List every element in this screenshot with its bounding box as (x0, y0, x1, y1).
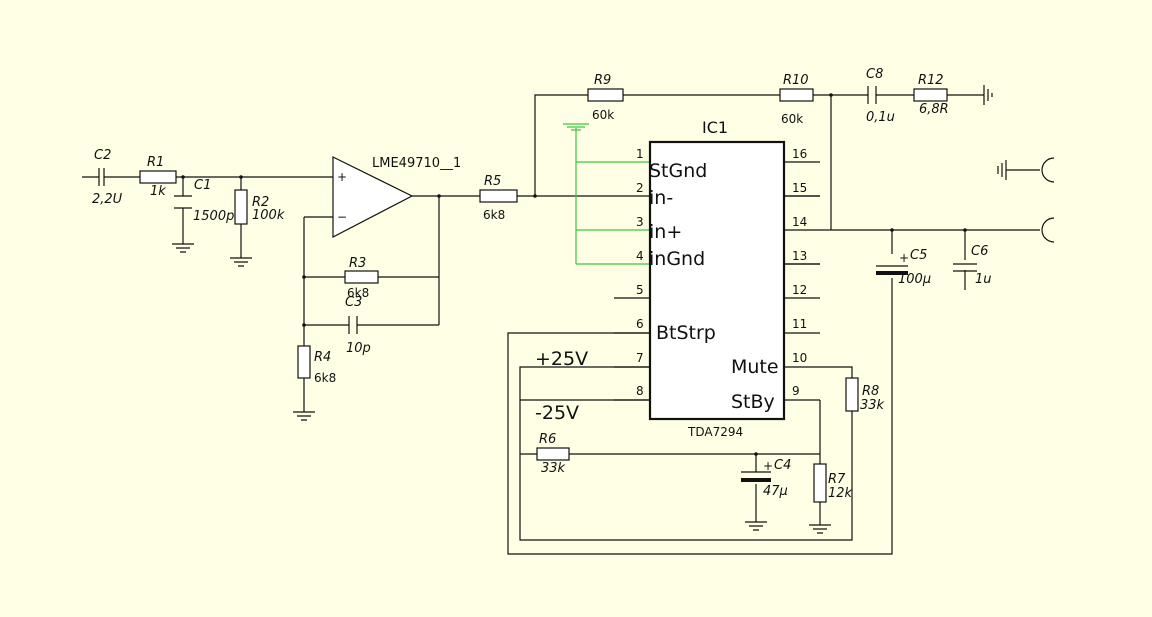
capacitor-c6[interactable]: C6 1u (953, 244, 992, 287)
pin-number: 13 (792, 249, 807, 263)
capacitor-c4[interactable]: + C4 47µ (741, 458, 791, 499)
pin-number: 3 (636, 215, 644, 229)
pin-number: 8 (636, 384, 644, 398)
c2-label: C2 (94, 148, 111, 163)
opamp-lme49710[interactable]: + − LME49710__1 (332, 156, 461, 238)
pin-number: 6 (636, 317, 644, 331)
pin-name-mute: Mute (731, 356, 779, 378)
resistor-r4[interactable]: R4 6k8 (297, 345, 336, 385)
r10-label: R10 (783, 73, 809, 88)
c8-value: 0,1u (866, 110, 895, 125)
ic-part: TDA7294 (687, 425, 743, 439)
r3-label: R3 (349, 256, 366, 271)
capacitor-c3[interactable]: C3 10p (345, 295, 371, 356)
r5-value: 6k8 (483, 208, 505, 222)
r12-label: R12 (918, 73, 944, 88)
capacitor-c8[interactable]: C8 0,1u (866, 67, 895, 125)
r8-label: R8 (862, 384, 879, 399)
c3-label: C3 (345, 295, 362, 310)
pin-number: 1 (636, 147, 644, 161)
c5-label: C5 (910, 248, 927, 263)
pin-name-in-minus: in- (649, 187, 673, 209)
pin-name-btstrp: BtStrp (656, 322, 716, 344)
pin-number: 14 (792, 215, 807, 229)
pin-number: 15 (792, 181, 807, 195)
r2-label: R2 (252, 195, 269, 210)
r12-value: 6,8R (919, 102, 949, 117)
junctions (181, 93, 967, 456)
resistor-r5[interactable]: R5 6k8 (479, 174, 518, 222)
pin-name-ingnd: inGnd (649, 248, 705, 270)
c2-value: 2,2U (92, 192, 123, 207)
pin-number: 7 (636, 351, 644, 365)
resistor-r10[interactable]: R10 60k (779, 73, 814, 126)
c8-label: C8 (866, 67, 883, 82)
r7-value: 12k (828, 486, 853, 501)
capacitor-c5[interactable]: + C5 100µ (876, 248, 931, 287)
c3-value: 10p (346, 341, 371, 356)
opamp-minus: − (337, 210, 347, 224)
c6-label: C6 (971, 244, 988, 259)
c5-polarity: + (899, 251, 909, 265)
ground-net (563, 123, 650, 265)
opamp-plus: + (337, 170, 347, 184)
rail-negative-label: -25V (535, 402, 579, 424)
capacitor-c1[interactable]: C1 1500p (174, 178, 234, 224)
resistor-r2[interactable]: R2 100k (234, 189, 285, 225)
pin-name-stby: StBy (731, 391, 775, 413)
resistor-r1[interactable]: R1 1k (139, 155, 177, 199)
r5-label: R5 (484, 174, 501, 189)
pin-number: 12 (792, 283, 807, 297)
pin-name-stgnd: StGnd (649, 160, 707, 182)
r4-value: 6k8 (314, 371, 336, 385)
r9-value: 60k (592, 108, 614, 122)
resistor-r3[interactable]: R3 6k8 (344, 256, 379, 300)
r8-value: 33k (860, 398, 885, 413)
speaker-jack-icon[interactable] (1041, 217, 1055, 243)
pin-number: 16 (792, 147, 807, 161)
pin-number: 4 (636, 249, 644, 263)
c1-label: C1 (194, 178, 211, 193)
r6-value: 33k (541, 461, 566, 476)
pin-name-in-plus: in+ (649, 221, 682, 243)
r4-label: R4 (314, 350, 331, 365)
resistor-r8[interactable]: R8 33k (845, 377, 885, 413)
ground-symbols (172, 85, 1007, 534)
c4-label: C4 (774, 458, 791, 473)
resistor-r7[interactable]: R7 12k (813, 463, 853, 503)
wires (82, 94, 1040, 555)
r6-label: R6 (539, 432, 556, 447)
capacitor-c2[interactable]: C2 2,2U (92, 148, 123, 207)
pin-number: 11 (792, 317, 807, 331)
pin-number: 10 (792, 351, 807, 365)
rail-positive-label: +25V (535, 348, 588, 370)
r9-label: R9 (594, 73, 611, 88)
c4-polarity: + (763, 459, 773, 473)
resistor-r9[interactable]: R9 60k (587, 73, 624, 122)
r1-label: R1 (147, 155, 164, 170)
ic-ref: IC1 (702, 118, 728, 137)
r3-value: 6k8 (347, 286, 369, 300)
r10-value: 60k (781, 112, 803, 126)
resistor-r6[interactable]: R6 33k (536, 432, 570, 476)
c1-value: 1500p (193, 209, 234, 224)
pin-number: 2 (636, 181, 644, 195)
c4-value: 47µ (763, 484, 788, 499)
pin-number: 9 (792, 384, 800, 398)
c5-value: 100µ (898, 272, 931, 287)
r2-value: 100k (252, 208, 285, 223)
r1-value: 1k (150, 184, 166, 199)
resistor-r12[interactable]: R12 6,8R (913, 73, 949, 117)
pin-number: 5 (636, 283, 644, 297)
c6-value: 1u (975, 272, 992, 287)
r7-label: R7 (828, 472, 846, 487)
opamp-label: LME49710__1 (372, 156, 461, 171)
ic-tda7294[interactable]: IC1 TDA7294 1 2 3 4 5 6 7 8 16 15 14 13 … (636, 118, 807, 439)
speaker-jack-icon[interactable] (1041, 157, 1055, 183)
